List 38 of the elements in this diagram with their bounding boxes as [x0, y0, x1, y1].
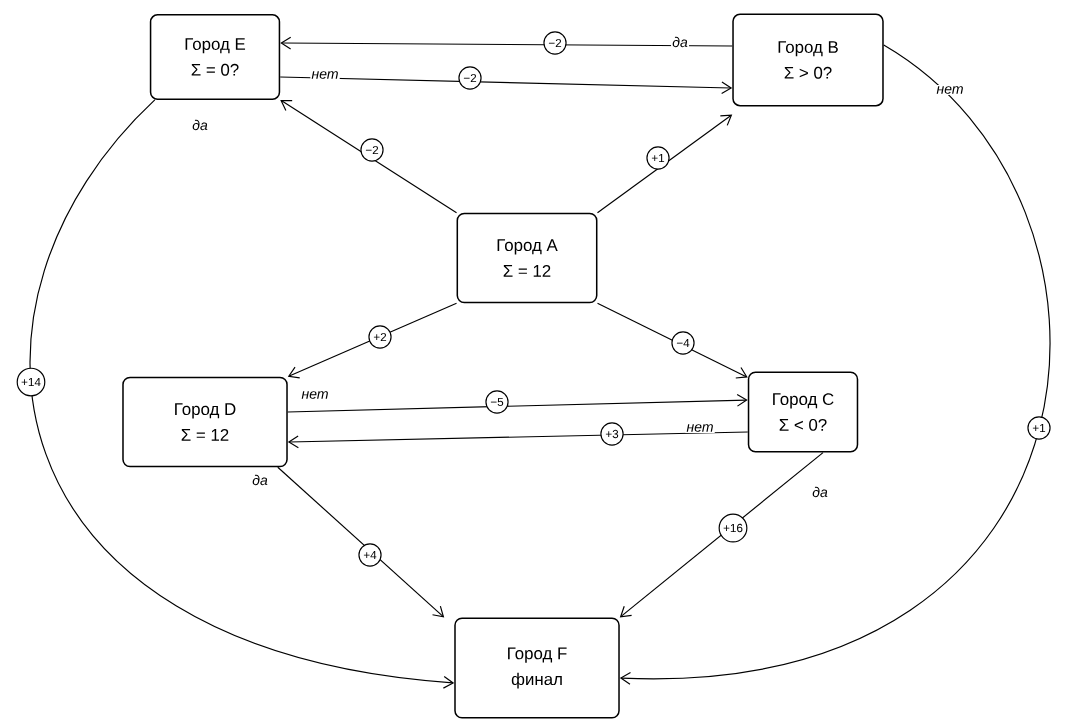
arrow	[619, 44, 1051, 685]
arrow	[287, 431, 749, 449]
branch-label: нет	[935, 85, 965, 95]
edge-label: +3	[600, 422, 624, 446]
city-box: Город D Σ = 12	[122, 376, 288, 468]
branch-label: нет	[685, 423, 715, 434]
city-box: Город C Σ < 0?	[747, 371, 859, 453]
city-box: Город F финал	[454, 617, 620, 719]
arrow	[619, 452, 824, 618]
edge-label: +1	[646, 146, 670, 170]
edge-label: −2	[543, 31, 567, 55]
edge-label: −5	[485, 390, 509, 414]
arrow	[280, 36, 733, 50]
edge-label: −2	[458, 66, 482, 90]
arrow	[280, 99, 458, 214]
branch-label: да	[251, 473, 269, 487]
branch-label: да	[191, 118, 209, 132]
edge-label: +4	[358, 543, 382, 567]
arrow	[287, 393, 748, 413]
edge-label: +16	[718, 513, 748, 543]
branch-label: да	[671, 35, 689, 49]
edge-label: +1	[1027, 416, 1051, 440]
edge-label: −4	[671, 331, 695, 355]
arrow	[596, 302, 748, 379]
branch-label: нет	[310, 70, 340, 81]
edge-label: +14	[16, 367, 46, 397]
arrow	[596, 114, 733, 214]
city-box: Город A Σ = 12	[456, 212, 598, 304]
edge-label: +2	[368, 325, 392, 349]
arrow	[279, 76, 733, 95]
edge-label: −2	[360, 138, 384, 162]
city-box: Город B Σ > 0?	[732, 13, 884, 107]
city-box: Город E Σ = 0?	[149, 14, 281, 100]
arrow	[287, 302, 458, 379]
arrow	[277, 466, 445, 618]
arrow	[30, 99, 455, 689]
branch-label: да	[811, 485, 829, 499]
branch-label: нет	[300, 390, 330, 401]
